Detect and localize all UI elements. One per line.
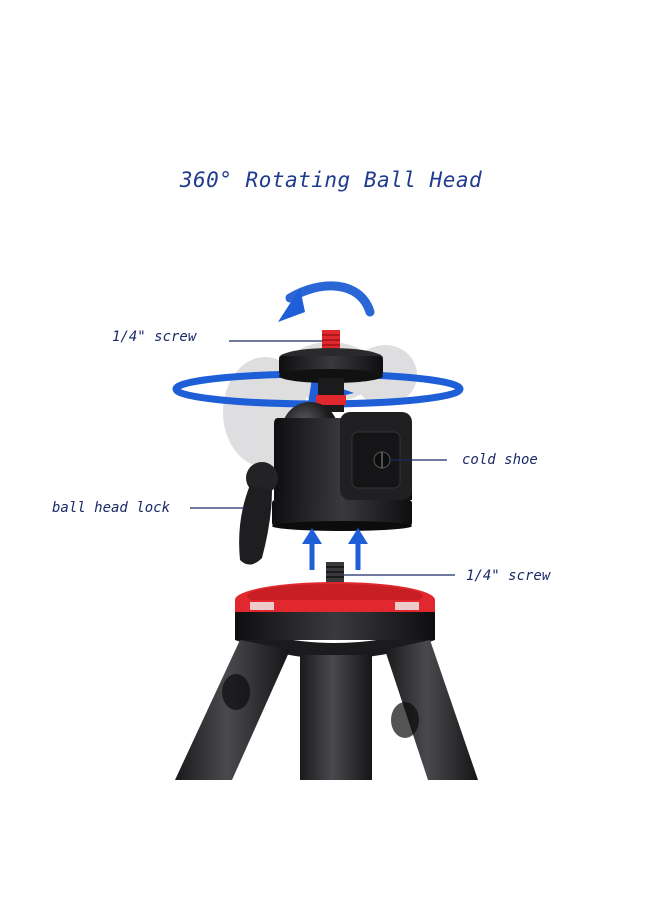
top-screw bbox=[229, 330, 340, 352]
title: 360° Rotating Ball Head bbox=[179, 168, 483, 192]
bottom-screw bbox=[326, 562, 455, 586]
rotation-arrow-icon bbox=[278, 281, 375, 322]
ball-head-lock bbox=[190, 462, 278, 565]
label-cold-shoe: cold shoe bbox=[462, 452, 538, 468]
label-ball-head-lock: ball head lock bbox=[52, 500, 171, 516]
clamp-body bbox=[272, 412, 447, 531]
up-arrow-icon bbox=[302, 528, 368, 570]
label-screw-bottom: 1/4" screw bbox=[466, 568, 551, 584]
label-screw-top: 1/4" screw bbox=[112, 329, 197, 345]
knob bbox=[279, 348, 383, 383]
tripod-legs bbox=[175, 640, 478, 780]
tripod-platform bbox=[235, 582, 435, 659]
